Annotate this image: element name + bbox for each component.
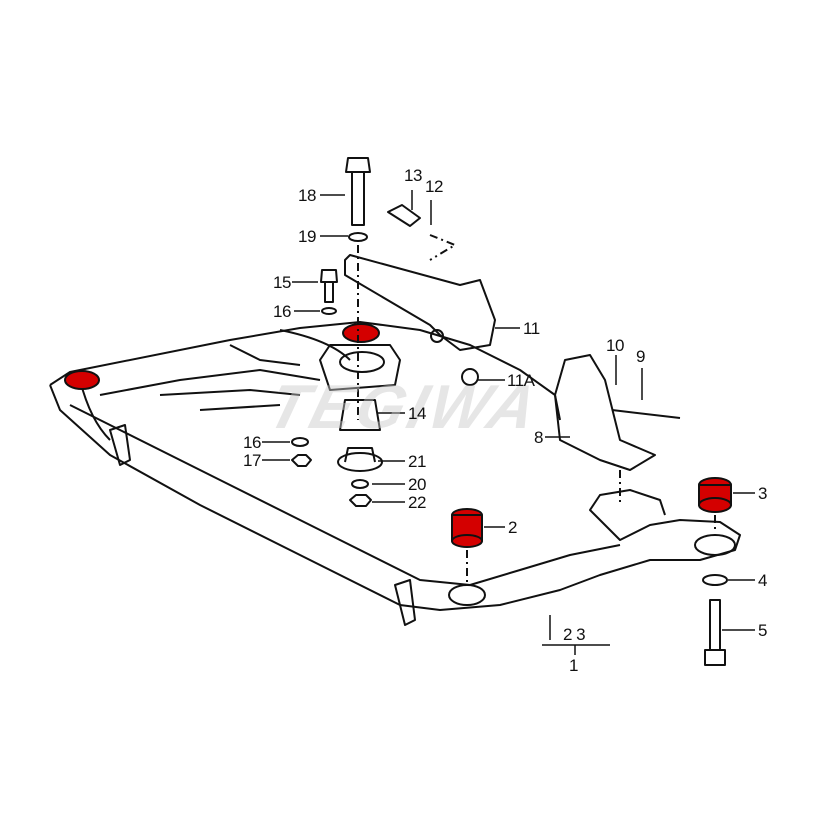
part-17-nut (291, 454, 312, 467)
assembly-axis-bracket (429, 234, 456, 261)
callout-9: 9 (636, 347, 645, 366)
part-14-mount (339, 399, 381, 431)
callout-16-upper: 16 (273, 302, 291, 321)
leader-lines (262, 190, 755, 655)
callout-3: 3 (758, 484, 767, 503)
engine-mount-plate (319, 344, 401, 391)
subframe-cross-member (99, 344, 321, 411)
callout-2-3-group: 2 3 (563, 625, 586, 644)
callout-11a: 11A (507, 371, 535, 390)
bracket-8 (554, 354, 656, 471)
part-19-washer (348, 232, 368, 242)
callout-4: 4 (758, 571, 767, 590)
callout-17: 17 (243, 451, 261, 470)
bushing-red-top (342, 323, 380, 343)
watermark: TEGIWA (260, 373, 548, 442)
callout-20: 20 (408, 475, 426, 494)
callout-2: 2 (508, 518, 517, 537)
bracket-11 (344, 254, 496, 351)
callout-11: 11 (523, 319, 540, 338)
callout-8: 8 (534, 428, 543, 447)
subframe-mount-right (694, 534, 736, 556)
bushing-red-left (64, 370, 100, 390)
part-22-nut (349, 494, 372, 507)
assembly-axes-lower (466, 470, 716, 585)
part-15-bolt (320, 269, 338, 303)
part-21-mount (337, 447, 383, 472)
part-5-bolt (704, 599, 726, 666)
callout-18: 18 (298, 186, 316, 205)
callout-13: 13 (404, 166, 422, 185)
callout-22: 22 (408, 493, 426, 512)
callout-14: 14 (408, 404, 426, 423)
bushing-red-2 (451, 508, 483, 548)
subframe-inner-line (69, 404, 621, 586)
part-20-washer (351, 479, 369, 489)
callout-1: 1 (569, 656, 578, 675)
callout-15: 15 (273, 273, 291, 292)
subframe-mount-center (448, 584, 486, 606)
part-13-bolt (387, 204, 421, 227)
callout-19: 19 (298, 227, 316, 246)
part-16-washer-lower (291, 437, 309, 447)
bracket-11-hole (430, 329, 444, 343)
part-4-washer (702, 574, 728, 586)
callout-16-lower: 16 (243, 433, 261, 452)
callout-21: 21 (408, 452, 426, 471)
part-11a-stud (461, 368, 479, 386)
subframe-brackets (109, 424, 416, 626)
callout-12: 12 (425, 177, 443, 196)
part-16-washer-upper (321, 307, 337, 315)
callout-5: 5 (758, 621, 767, 640)
bushing-red-3 (698, 477, 732, 513)
callout-10: 10 (606, 336, 624, 355)
part-9-bolt (611, 409, 681, 419)
part-18-bolt (345, 157, 371, 226)
